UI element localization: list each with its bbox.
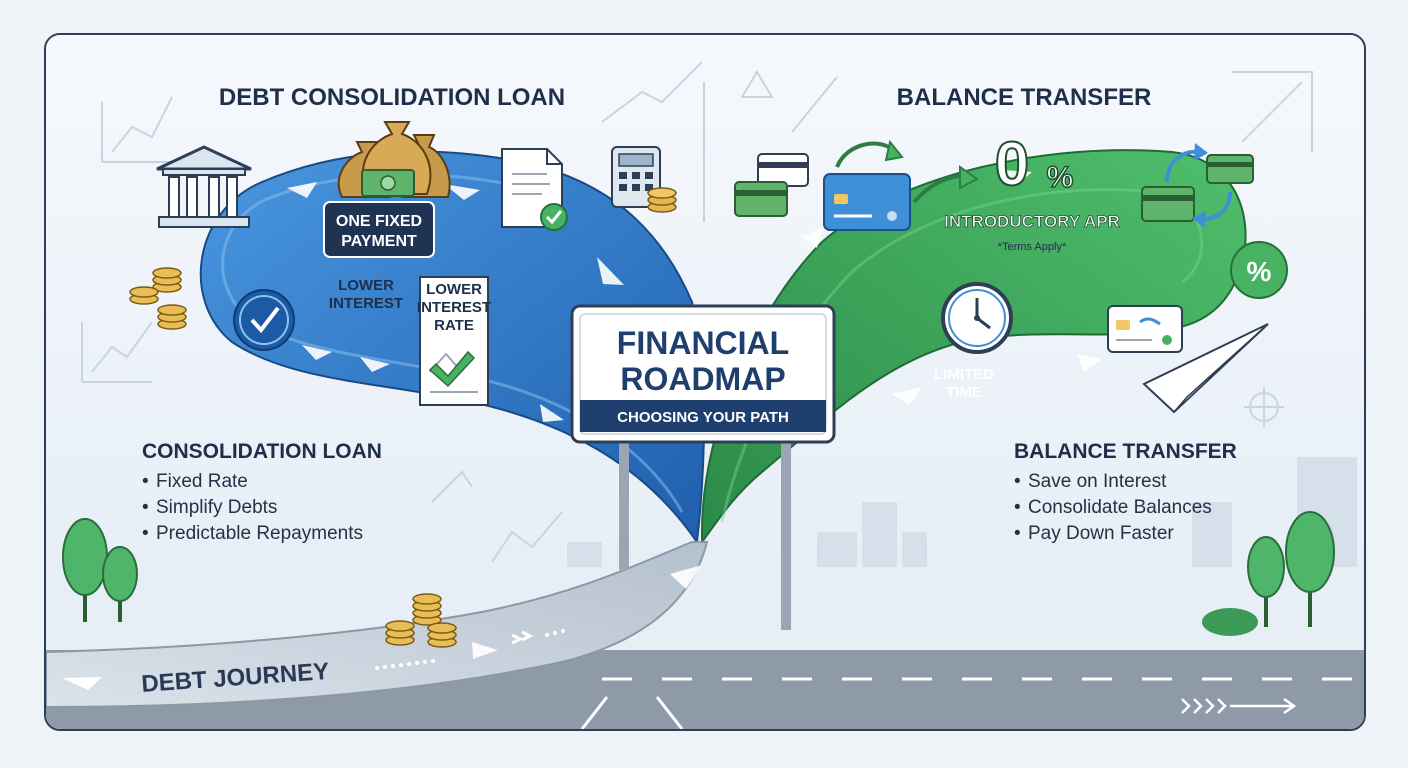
tree-icon [1202,511,1335,636]
consolidation-summary-item: Fixed Rate [156,471,248,492]
sign-title-line1: FINANCIAL [617,325,789,361]
background-decorations [81,61,1313,643]
refresh-arrows-icon [1165,143,1232,228]
sign-subtitle-bar [580,400,826,432]
payment-badge-line2: PAYMENT [341,233,417,250]
svg-text:•: • [142,523,149,544]
sign-title-line2: ROADMAP [620,361,785,397]
consolidation-summary-title: CONSOLIDATION LOAN [142,440,382,463]
credit-card-icon [734,153,809,217]
coin-stack-icon [129,267,187,330]
coin-stack-icon-journey [385,593,457,648]
clock-icon [941,282,1013,354]
limited-time-line2: TIME [946,384,982,401]
doc-label-line2: INTEREST [417,299,491,316]
infographic-canvas: FINANCIAL ROADMAP CHOOSING YOUR PATH DEB… [46,35,1364,729]
sign-post-left [619,440,629,570]
interest-rate-document-icon [419,276,489,406]
sign-subtitle: CHOOSING YOUR PATH [617,409,789,426]
limited-time-line1: LIMITED [934,366,994,383]
consolidation-summary-item: Predictable Repayments [156,523,363,544]
apr-terms-note: *Terms Apply* [998,241,1067,253]
balance-transfer-summary-item: Consolidate Balances [1028,497,1212,518]
infographic-frame: FINANCIAL ROADMAP CHOOSING YOUR PATH DEB… [44,33,1366,731]
percent-icon: % [1230,241,1288,299]
apr-big-zero: 0 [995,130,1029,199]
paper-plane-icon [1142,323,1269,414]
payment-badge-line1: ONE FIXED [336,213,422,230]
sign-post-right [781,440,791,630]
balance-transfer-heading: BALANCE TRANSFER [897,84,1152,111]
lower-interest-label-line1: LOWER [338,277,394,294]
roadmap-sign: FINANCIAL ROADMAP CHOOSING YOUR PATH [570,304,836,630]
doc-label-line1: LOWER [426,281,482,298]
bank-icon [156,145,252,228]
highway-chevrons [1181,697,1297,715]
tree-icon [62,518,138,622]
road-arrows [287,170,1102,659]
svg-text:•: • [1014,523,1021,544]
svg-text:•: • [1014,471,1021,492]
lower-interest-label-line2: INTEREST [329,295,403,312]
check-circle-icon [233,289,295,351]
transfer-arrow-icon [835,139,979,204]
apr-percent-sign: % [1047,161,1074,194]
svg-text:•: • [142,471,149,492]
credit-card-icon [1141,154,1254,222]
document-check-icon [501,148,568,231]
balance-transfer-summary-item: Pay Down Faster [1028,523,1174,544]
highway-lane-markings [580,677,1352,729]
dotted-journey-arrows [62,629,565,690]
consolidation-summary-item: Simplify Debts [156,497,277,518]
balance-transfer-summary-item: Save on Interest [1028,471,1167,492]
credit-card-icon [823,173,911,231]
balance-transfer-summary-title: BALANCE TRANSFER [1014,440,1237,463]
credit-card-icon [1107,305,1183,353]
svg-text:•: • [142,497,149,518]
svg-text:•: • [1014,497,1021,518]
one-fixed-payment-badge: ONE FIXED PAYMENT [323,201,435,258]
debt-journey-road [46,541,709,709]
apr-label: INTRODUCTORY APR [944,212,1120,231]
money-bags-icon [337,121,451,198]
calculator-icon [611,146,677,213]
doc-label-line3: RATE [434,317,474,334]
consolidation-heading: DEBT CONSOLIDATION LOAN [219,84,565,111]
percent-badge-text: % [1247,256,1272,287]
ground [46,567,1364,652]
